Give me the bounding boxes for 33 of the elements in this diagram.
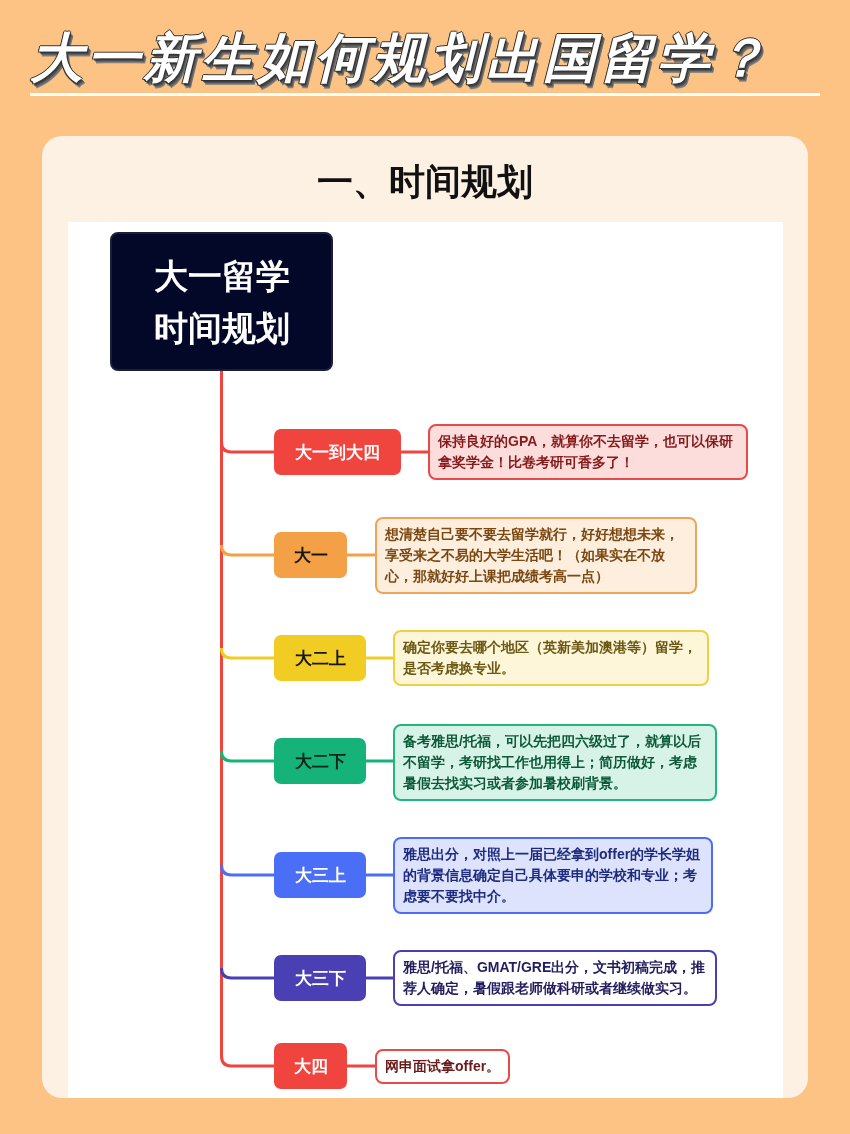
page-title: 大一新生如何规划出国留学？ bbox=[26, 27, 783, 89]
stage-node: 大四 bbox=[274, 1043, 347, 1089]
branch-line bbox=[220, 441, 274, 454]
branch-line bbox=[220, 750, 274, 763]
connector-line bbox=[347, 1064, 375, 1068]
note-box: 网申面试拿offer。 bbox=[375, 1048, 511, 1084]
note-box: 想清楚自己要不要去留学就行，好好想想未来，享受来之不易的大学生活吧！（如果实在不放心，那就好好上课把成绩考高一点） bbox=[375, 516, 697, 594]
section-heading: 一、时间规划 bbox=[317, 160, 533, 204]
branch-line bbox=[220, 864, 274, 877]
timeline-card bbox=[42, 136, 808, 1098]
note-box: 备考雅思/托福，可以先把四六级过了，就算以后不留学，考研找工作也用得上；简历做好，考虑暑假去找实习或者参加暑校刷背景。 bbox=[393, 723, 717, 801]
connector-line bbox=[401, 450, 428, 454]
connector-line bbox=[366, 656, 393, 660]
stage-node: 大三下 bbox=[274, 955, 366, 1001]
root-node: 大一留学时间规划 bbox=[110, 232, 333, 371]
connector-line bbox=[347, 553, 375, 557]
note-box: 保持良好的GPA，就算你不去留学，也可以保研拿奖学金！比卷考研可香多了！ bbox=[428, 424, 748, 480]
stage-node: 大一到大四 bbox=[274, 429, 401, 475]
branch-line bbox=[220, 647, 274, 660]
note-box: 雅思/托福、GMAT/GRE出分，文书初稿完成，推荐人确定，暑假跟老师做科研或者继续做实习。 bbox=[393, 950, 717, 1006]
connector-line bbox=[366, 759, 393, 763]
stage-node: 大二下 bbox=[274, 738, 366, 784]
trunk-line bbox=[220, 371, 223, 1056]
note-box: 确定你要去哪个地区（英新美加澳港等）留学，是否考虑换专业。 bbox=[393, 630, 709, 686]
stage-node: 大一 bbox=[274, 532, 347, 578]
note-box: 雅思出分，对照上一届已经拿到offer的学长学姐的背景信息确定自己具体要申的学校和专业；考虑要不要找中介。 bbox=[393, 836, 713, 914]
branch-line bbox=[220, 1055, 274, 1068]
branch-line bbox=[220, 544, 274, 557]
stage-node: 大二上 bbox=[274, 635, 366, 681]
branch-line bbox=[220, 967, 274, 980]
stage-node: 大三上 bbox=[274, 852, 366, 898]
connector-line bbox=[366, 976, 393, 980]
connector-line bbox=[366, 873, 393, 877]
